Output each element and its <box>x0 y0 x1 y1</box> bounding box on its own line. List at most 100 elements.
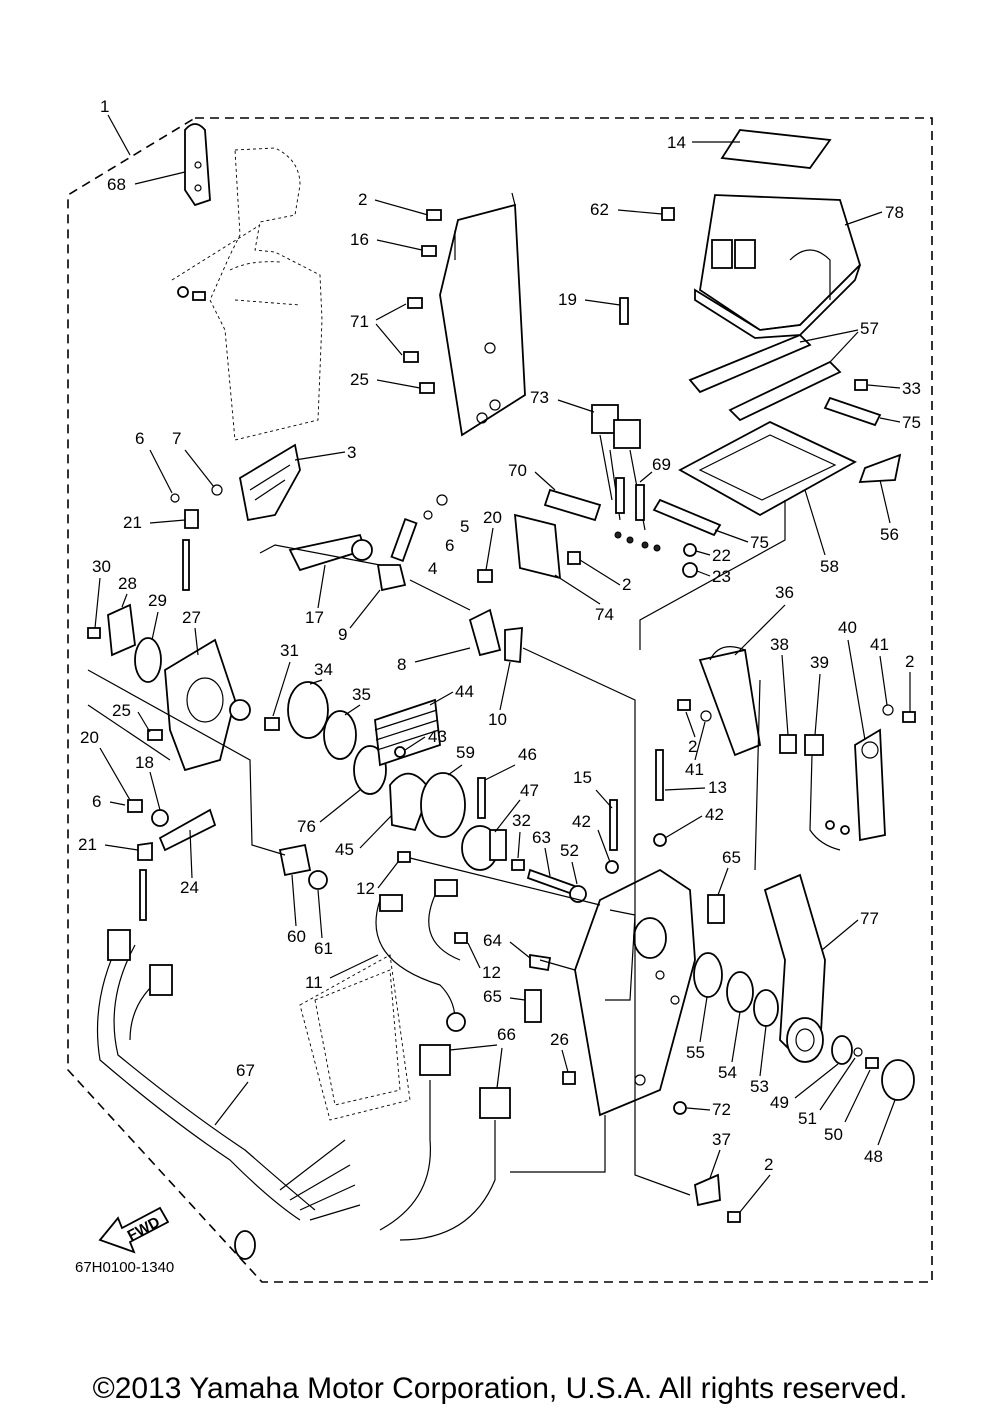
callout-61: 61 <box>314 939 333 958</box>
callout-15: 15 <box>573 768 592 787</box>
part-12-screw-b <box>454 932 468 944</box>
copyright-notice: ©2013 Yamaha Motor Corporation, U.S.A. A… <box>92 1372 908 1405</box>
callout-6b: 6 <box>445 536 454 555</box>
callout-20b: 20 <box>80 728 99 747</box>
callout-60: 60 <box>287 927 306 946</box>
part-32-screw <box>511 859 525 871</box>
callout-56: 56 <box>880 525 899 544</box>
callout-55: 55 <box>686 1043 705 1062</box>
callout-23: 23 <box>712 567 731 586</box>
fwd-arrow: FWD <box>98 1206 170 1254</box>
callout-35: 35 <box>352 685 371 704</box>
callout-24: 24 <box>180 878 199 897</box>
callout-57: 57 <box>860 319 879 338</box>
assembly-line-d <box>87 669 286 856</box>
connector-leads <box>379 1080 496 1241</box>
part-29-disc <box>134 637 162 683</box>
part-49-washer <box>831 1035 853 1065</box>
callout-2e: 2 <box>905 652 914 671</box>
part-2-screw-c <box>567 551 581 565</box>
part-20-screw-b <box>127 799 143 813</box>
callout-labels: 1 2 3 4 5 6 7 8 9 10 11 12 12 13 14 15 1… <box>78 97 921 1213</box>
part-42-nut-b <box>605 860 619 874</box>
callout-27: 27 <box>182 608 201 627</box>
callout-31: 31 <box>280 641 299 660</box>
part-24-bracket <box>158 808 217 852</box>
callout-67: 67 <box>236 1061 255 1080</box>
assembly-line-a <box>259 544 691 1196</box>
callout-64: 64 <box>483 931 502 950</box>
screw-pair-handle <box>177 286 206 301</box>
part-43-ball <box>394 746 406 758</box>
part-50-screw <box>865 1057 879 1069</box>
part-3-lever <box>238 443 301 522</box>
part-12-screw-a <box>397 851 411 863</box>
part-7-clip <box>211 484 223 496</box>
callout-71: 71 <box>350 312 369 331</box>
rod-a <box>182 539 190 591</box>
callout-12: 12 <box>356 879 375 898</box>
callout-30: 30 <box>92 557 111 576</box>
part-35-ring <box>323 710 357 760</box>
part-19-screw <box>619 297 629 325</box>
part-66-connector-b <box>479 1087 511 1119</box>
callout-73: 73 <box>530 388 549 407</box>
part-25-screw <box>147 729 163 741</box>
part-30-screw <box>87 627 101 639</box>
part-28-plate <box>107 603 136 657</box>
part-46-pin <box>477 777 486 819</box>
part-62-screw <box>661 207 675 221</box>
callout-69: 69 <box>652 455 671 474</box>
part-75-strip-b <box>652 498 722 537</box>
callout-59: 59 <box>456 743 475 762</box>
callout-36: 36 <box>775 583 794 602</box>
part-51-clip <box>853 1047 863 1057</box>
callout-25b: 25 <box>112 701 131 720</box>
part-66-connector-a <box>419 1044 451 1076</box>
part-40-bracket <box>854 728 886 842</box>
part-64-cap <box>529 953 552 972</box>
part-23-nut <box>682 562 698 578</box>
part-4-pin <box>390 518 418 562</box>
part-44-stack <box>374 698 441 767</box>
callout-42b: 42 <box>572 812 591 831</box>
callout-76: 76 <box>297 817 316 836</box>
part-54-ring <box>726 971 754 1013</box>
callout-2c: 2 <box>622 575 631 594</box>
part-9-fitting <box>376 564 407 592</box>
part-38-switch <box>779 734 797 754</box>
callout-75b: 75 <box>750 533 769 552</box>
callout-11: 11 <box>305 973 323 992</box>
part-33-screw <box>854 379 868 391</box>
callout-12b: 12 <box>482 963 501 982</box>
part-26-clip <box>562 1071 576 1085</box>
callout-44: 44 <box>455 682 474 701</box>
callout-54: 54 <box>718 1063 737 1082</box>
part-74-plate <box>513 513 562 580</box>
assembly-boundary <box>67 117 933 1283</box>
callout-72: 72 <box>712 1100 731 1119</box>
part-61-knob <box>308 870 328 890</box>
part-65-pad-a <box>707 894 725 924</box>
part-2-screw-d <box>677 699 691 711</box>
callout-32: 32 <box>512 811 531 830</box>
part-42-nut-a <box>653 833 667 847</box>
callout-63: 63 <box>532 828 551 847</box>
callout-21: 21 <box>123 513 142 532</box>
callout-78: 78 <box>885 203 904 222</box>
callout-14: 14 <box>667 133 686 152</box>
callout-16: 16 <box>350 230 369 249</box>
part-5-washer <box>436 494 448 506</box>
callout-22: 22 <box>712 546 731 565</box>
callout-5: 5 <box>460 517 469 536</box>
part-73-switches <box>591 404 661 552</box>
part-18-washer <box>151 809 169 827</box>
box-ghost-outline <box>299 954 411 1121</box>
callout-49: 49 <box>770 1093 789 1112</box>
part-70-plate <box>543 488 602 522</box>
callout-9: 9 <box>338 625 347 644</box>
part-17-arm <box>288 533 373 572</box>
part-8-bracket <box>468 608 502 657</box>
callout-2f: 2 <box>764 1155 773 1174</box>
callout-41: 41 <box>870 635 889 654</box>
